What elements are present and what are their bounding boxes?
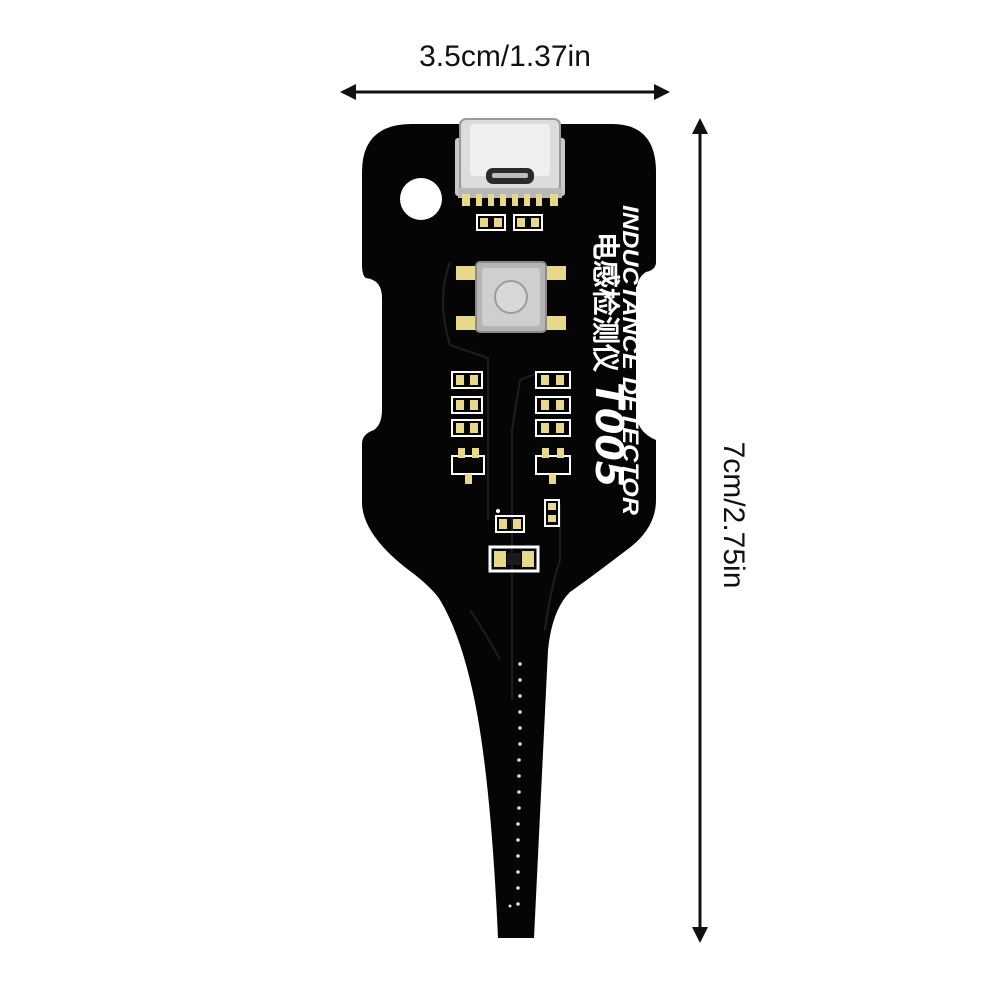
usb-c-port	[455, 118, 565, 198]
chinese-title-text: 电感检测仪	[589, 232, 622, 373]
smd-components-left	[451, 371, 485, 484]
model-number-text: T005	[587, 382, 631, 487]
width-arrow	[340, 84, 670, 100]
smd-resistor-pair-top	[476, 214, 543, 231]
width-dimension-label: 3.5cm/1.37in	[419, 40, 591, 73]
probe-vias	[508, 662, 522, 908]
smd-components-right	[535, 371, 571, 527]
mounting-hole	[400, 178, 442, 220]
height-arrow	[692, 118, 708, 943]
tactile-button	[456, 261, 566, 333]
english-title-text: INDUCTANCE DETECTOR	[618, 205, 643, 515]
usb-pins	[462, 194, 558, 206]
smd-components-bottom	[488, 509, 540, 573]
